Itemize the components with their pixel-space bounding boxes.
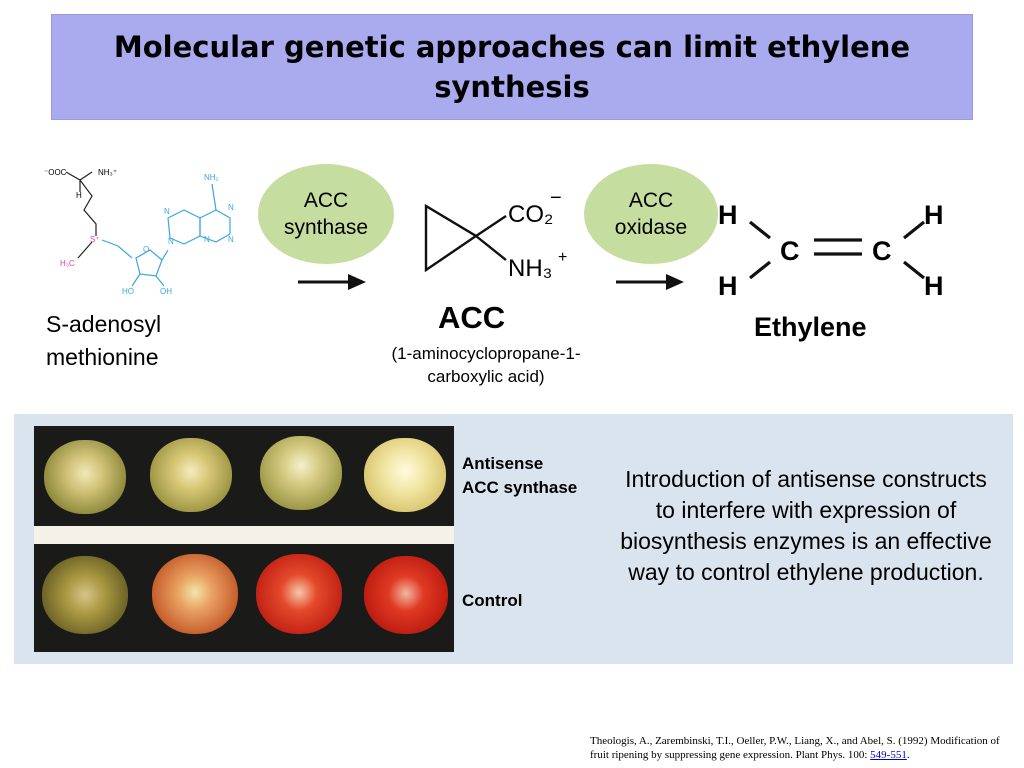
antisense-label: Antisense ACC synthase bbox=[462, 452, 577, 500]
acc-fullname-line2: carboxylic acid) bbox=[427, 367, 545, 386]
acc-structure: CO₂ − NH₃ + bbox=[424, 188, 567, 282]
sam-hydroxyl-2: OH bbox=[160, 287, 172, 296]
sam-ring-n3: N bbox=[204, 235, 210, 244]
citation-text: Theologis, A., Zarembinski, T.I., Oeller… bbox=[590, 735, 1000, 761]
acc-synthase-line2: synthase bbox=[283, 216, 369, 239]
acc-synthase-enzyme: ACC synthase bbox=[258, 164, 394, 264]
sam-structure: ⁻OOC NH₃⁺ H S⁺ H₃C NH₂ N N N N N O HO OH bbox=[44, 168, 234, 296]
tomato-photo bbox=[34, 426, 454, 652]
tomato-antisense-3 bbox=[260, 436, 342, 510]
acc-carboxylate-charge: − bbox=[550, 188, 562, 209]
sam-ring-n5: N bbox=[168, 237, 174, 246]
arrow-to-acc bbox=[298, 274, 366, 290]
acc-synthase-line1: ACC bbox=[303, 189, 349, 212]
control-label: Control bbox=[462, 591, 523, 610]
sam-amine: NH₃⁺ bbox=[98, 168, 117, 177]
acc-carboxylate: CO₂ bbox=[508, 201, 553, 228]
photo-divider bbox=[34, 526, 454, 544]
acc-ammonium-charge: + bbox=[558, 249, 567, 266]
sam-hydroxyl-1: HO bbox=[122, 287, 134, 296]
tomato-control-1 bbox=[42, 556, 128, 634]
sam-sulfonium: S⁺ bbox=[90, 235, 100, 244]
sam-methyl: H₃C bbox=[60, 259, 75, 268]
ethylene-label: Ethylene bbox=[754, 312, 867, 342]
acc-fullname-line1: (1-aminocyclopropane-1- bbox=[391, 344, 581, 363]
tomato-antisense-2 bbox=[150, 438, 232, 512]
tomato-control-2 bbox=[152, 554, 238, 634]
sam-label-line2: methionine bbox=[46, 344, 159, 370]
sam-ring-o: O bbox=[143, 245, 149, 254]
acc-fullname: (1-aminocyclopropane-1- carboxylic acid) bbox=[366, 342, 606, 388]
acc-oxidase-line2: oxidase bbox=[614, 216, 688, 239]
sam-label-line1: S-adenosyl bbox=[46, 311, 162, 337]
ethylene-h-top-left: H bbox=[718, 200, 738, 230]
sam-ring-n2: N bbox=[228, 235, 234, 244]
acc-label: ACC bbox=[438, 300, 506, 335]
acc-oxidase-line1: ACC bbox=[628, 189, 674, 212]
acc-oxidase-enzyme: ACC oxidase bbox=[584, 164, 718, 264]
sam-label: S-adenosyl methionine bbox=[46, 308, 161, 374]
ethylene-h-bottom-left: H bbox=[718, 271, 738, 301]
citation: Theologis, A., Zarembinski, T.I., Oeller… bbox=[590, 734, 1015, 762]
sam-ring-n1: N bbox=[228, 203, 234, 212]
citation-pages-link[interactable]: 549-551 bbox=[870, 749, 907, 761]
acc-ammonium: NH₃ bbox=[508, 255, 552, 282]
sam-alpha-h: H bbox=[76, 191, 82, 200]
ethylene-c-right: C bbox=[872, 236, 892, 266]
arrow-to-ethylene bbox=[616, 274, 684, 290]
ethylene-bond-top-right bbox=[903, 220, 925, 240]
ethylene-h-top-right: H bbox=[924, 200, 944, 230]
sam-ring-n4: N bbox=[164, 207, 170, 216]
slide-title: Molecular genetic approaches can limit e… bbox=[113, 30, 911, 104]
citation-end: . bbox=[906, 749, 910, 761]
sam-carboxylate: ⁻OOC bbox=[44, 168, 67, 177]
ethylene-bond-bottom-left bbox=[749, 260, 771, 280]
ethylene-bond-top-left bbox=[749, 220, 771, 240]
ethylene-structure: H H H H C C bbox=[718, 200, 944, 301]
ethylene-c-left: C bbox=[780, 236, 800, 266]
description-text: Introduction of antisense constructs to … bbox=[620, 466, 992, 585]
antisense-label-line1: Antisense bbox=[462, 454, 544, 473]
ethylene-h-bottom-right: H bbox=[924, 271, 944, 301]
ethylene-bond-bottom-right bbox=[903, 260, 925, 280]
tomato-antisense-4 bbox=[364, 438, 446, 512]
tomato-antisense-1 bbox=[44, 440, 126, 514]
tomato-control-4 bbox=[364, 556, 448, 634]
sam-amino: NH₂ bbox=[204, 173, 219, 182]
tomato-control-3 bbox=[256, 554, 342, 634]
title-banner: Molecular genetic approaches can limit e… bbox=[51, 14, 973, 120]
antisense-label-line2: ACC synthase bbox=[462, 478, 578, 497]
